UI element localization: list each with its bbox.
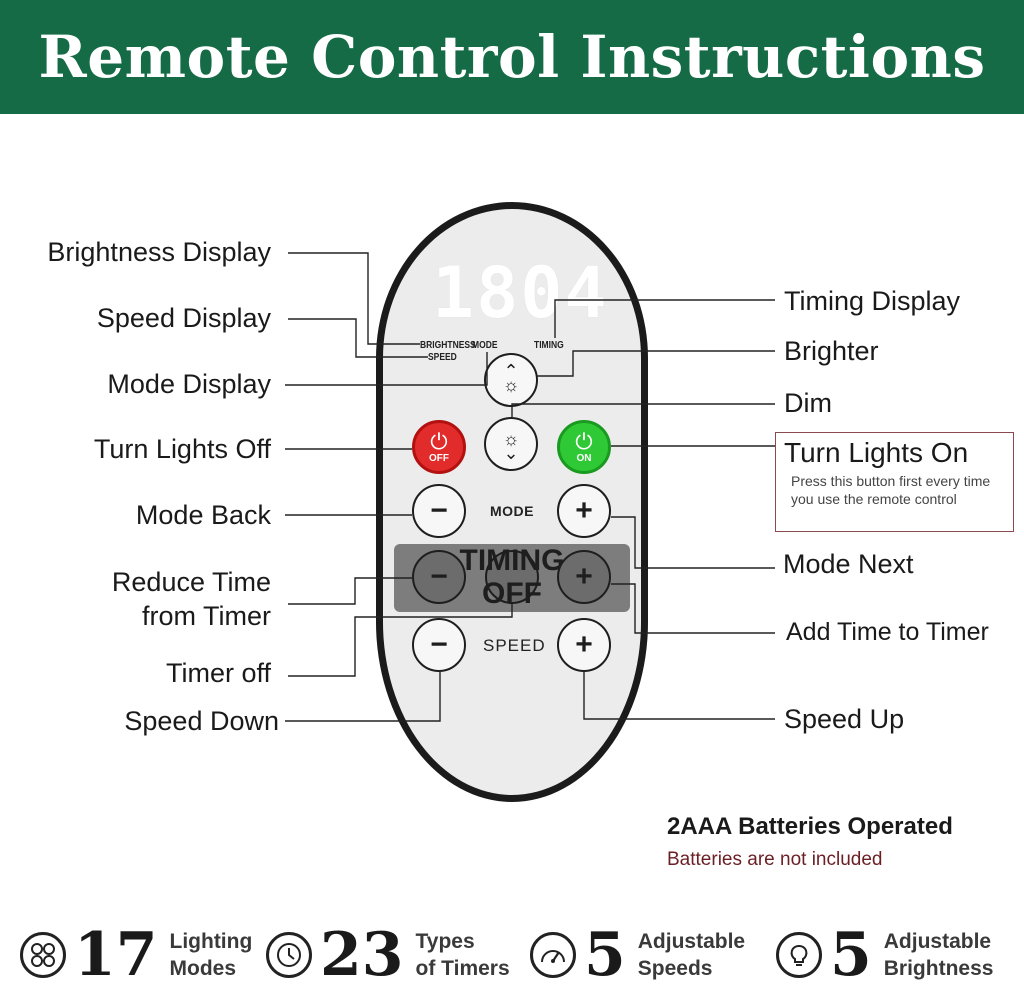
leader-timing-display	[554, 299, 775, 338]
callout-dim: Dim	[784, 388, 832, 418]
feature-brightness: 5 Adjustable Brightness	[776, 924, 993, 986]
sun-icon: ☼	[502, 375, 520, 396]
power-icon: ⏻	[430, 428, 448, 454]
feature-number: 5	[830, 920, 872, 990]
leader-brighter	[537, 350, 775, 377]
feature-line1: Adjustable	[883, 929, 992, 953]
brighter-button[interactable]: ⌃ ☼	[484, 353, 538, 407]
header-banner: Remote Control Instructions	[0, 0, 1024, 114]
leader-mode-display	[285, 352, 488, 386]
plus-icon: +	[575, 628, 593, 661]
feature-line1: Adjustable	[637, 929, 746, 953]
callout-turn-lights-off: Turn Lights Off	[93, 434, 271, 464]
minus-icon: −	[430, 628, 448, 661]
modes-grid-icon	[20, 932, 66, 978]
feature-number: 5	[584, 920, 626, 990]
leader-reduce-time	[288, 577, 412, 605]
leader-speed-display	[288, 318, 428, 358]
callout-brighter: Brighter	[784, 336, 879, 366]
leader-speed-down	[285, 672, 441, 722]
chevron-up-icon: ⌃	[503, 360, 519, 381]
callout-mode-display: Mode Display	[107, 369, 271, 399]
speed-indicator-label: SPEED	[428, 352, 457, 363]
speed-up-button[interactable]: +	[557, 618, 611, 672]
batteries-note: Batteries are not included	[667, 849, 883, 870]
speedometer-icon	[530, 932, 576, 978]
callout-speed-display: Speed Display	[96, 303, 271, 333]
feature-line2: Modes	[169, 957, 237, 980]
lights-on-note: Press this button first every time you u…	[791, 473, 991, 507]
plus-icon: +	[575, 494, 593, 527]
mode-back-button[interactable]: −	[412, 484, 466, 538]
callout-turn-lights-on: Turn Lights On	[784, 437, 969, 468]
page-title: Remote Control Instructions	[38, 23, 986, 91]
callout-reduce-time-line1: Reduce Time	[111, 567, 271, 597]
feature-lighting-modes: 17 Lighting Modes	[20, 924, 252, 986]
leader-dim	[511, 403, 775, 417]
leader-add-time	[611, 583, 775, 634]
on-label: ON	[576, 452, 592, 464]
feature-number: 17	[74, 920, 158, 990]
callout-brightness-display: Brightness Display	[47, 237, 271, 267]
mode-next-button[interactable]: +	[557, 484, 611, 538]
leader-timer-off	[288, 604, 513, 677]
feature-text: Adjustable Speeds	[638, 928, 745, 983]
feature-line2: Brightness	[883, 957, 994, 980]
feature-timer-types: 23 Types of Timers	[266, 924, 510, 986]
off-label: OFF	[429, 452, 449, 464]
speed-row-label: SPEED	[483, 636, 546, 655]
mode-row-label: MODE	[490, 503, 534, 519]
reduce-time-button[interactable]: −	[412, 550, 466, 604]
led-display: 1804	[432, 252, 609, 334]
feature-text: Types of Timers	[416, 928, 510, 983]
callout-timer-off: Timer off	[165, 658, 271, 688]
minus-icon: −	[430, 560, 448, 593]
lights-on-button[interactable]: ⏻ ON	[557, 420, 611, 474]
leader-mode-next	[611, 516, 775, 569]
feature-line1: Lighting	[169, 929, 253, 953]
dim-button[interactable]: ☼ ⌄	[484, 417, 538, 471]
callout-speed-down: Speed Down	[124, 706, 279, 736]
minus-icon: −	[430, 494, 448, 527]
callout-add-time: Add Time to Timer	[786, 618, 989, 646]
feature-number: 23	[320, 920, 404, 990]
feature-line1: Types	[415, 929, 475, 953]
feature-speeds: 5 Adjustable Speeds	[530, 924, 745, 986]
add-time-button[interactable]: +	[557, 550, 611, 604]
feature-line2: of Timers	[415, 957, 510, 980]
leader-brightness-display	[288, 252, 420, 345]
lights-on-callout-box: Turn Lights On Press this button first e…	[775, 432, 1014, 532]
feature-line2: Speeds	[637, 957, 713, 980]
mode-indicator-label: MODE	[472, 340, 498, 351]
callout-reduce-time-line2: from Timer	[141, 601, 271, 631]
lightbulb-icon	[776, 932, 822, 978]
feature-text: Lighting Modes	[170, 928, 253, 983]
speed-down-button[interactable]: −	[412, 618, 466, 672]
batteries-title: 2AAA Batteries Operated	[667, 813, 953, 840]
brightness-indicator-label: BRIGHTNESS	[420, 340, 476, 351]
callout-mode-back: Mode Back	[135, 500, 271, 530]
callout-timing-display: Timing Display	[784, 286, 961, 316]
clock-icon	[266, 932, 312, 978]
power-icon: ⏻	[575, 428, 593, 454]
leader-speed-up	[583, 672, 775, 720]
chevron-down-icon: ⌄	[503, 442, 519, 463]
callout-mode-next: Mode Next	[783, 549, 914, 579]
timing-indicator-label: TIMING	[534, 340, 564, 351]
callout-speed-up: Speed Up	[784, 704, 905, 734]
feature-text: Adjustable Brightness	[884, 928, 994, 983]
sun-icon: ☼	[502, 428, 520, 449]
lights-off-button[interactable]: ⏻ OFF	[412, 420, 466, 474]
plus-icon: +	[575, 560, 593, 593]
timing-off-label-line1: TIMING	[459, 544, 565, 577]
